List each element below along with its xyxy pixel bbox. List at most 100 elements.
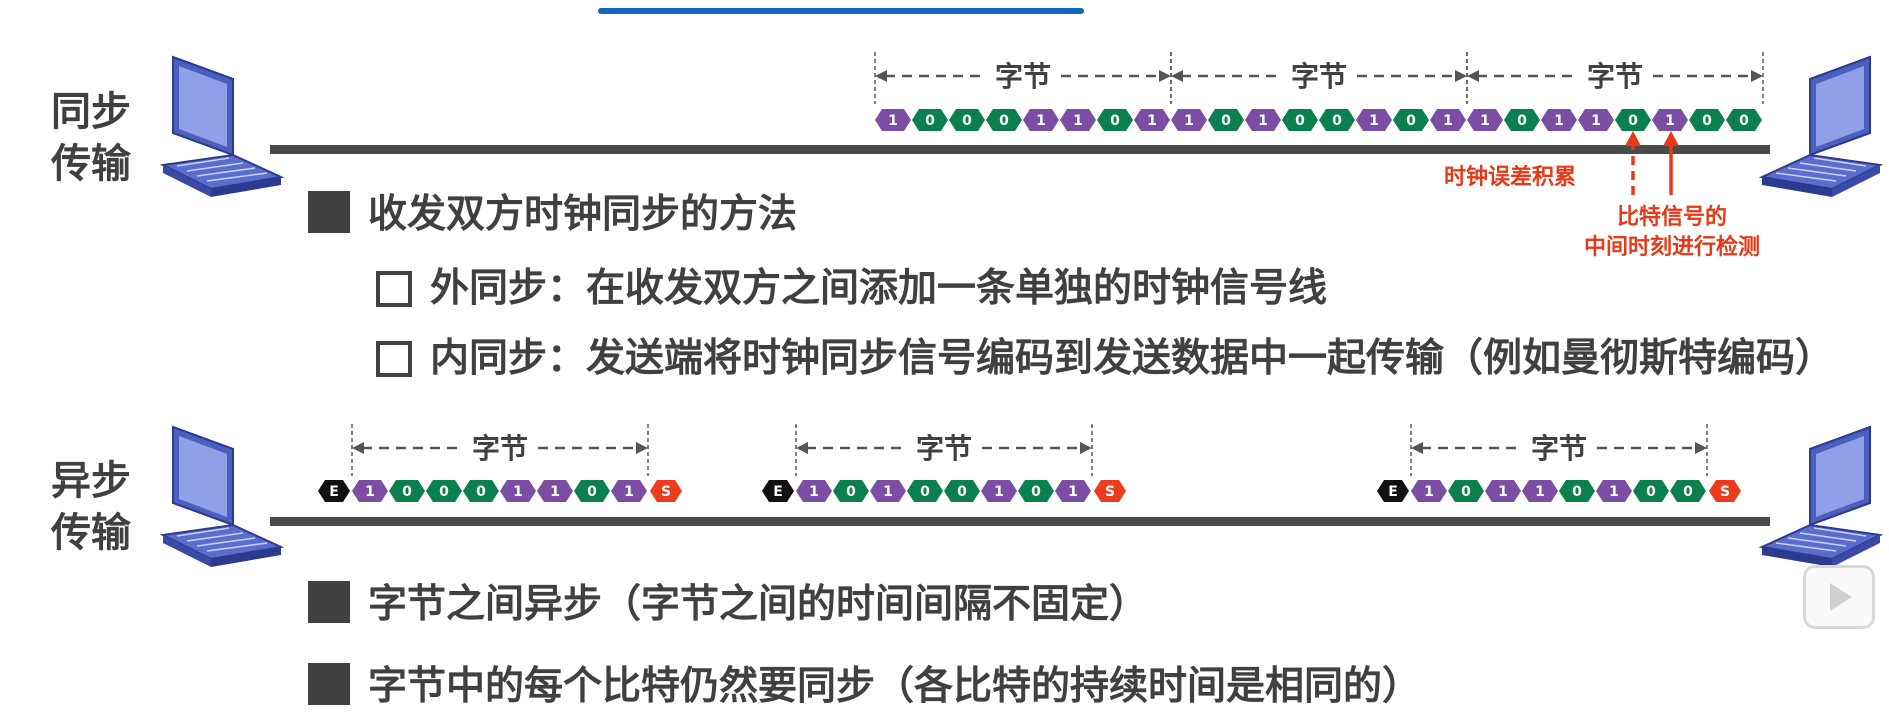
- async-transmission-line: [270, 517, 1770, 526]
- sync-bit-label: 0: [962, 113, 972, 129]
- sync-bit-label: 1: [1258, 113, 1268, 129]
- sync-bit-label: 1: [1147, 113, 1157, 129]
- async-bit: 0: [574, 480, 610, 502]
- async-bit-label: 1: [365, 484, 375, 500]
- sync-bit: 1: [1134, 109, 1170, 131]
- play-icon[interactable]: [1803, 565, 1875, 629]
- byte-label: 字节: [1587, 60, 1643, 93]
- async-bit-label: 1: [883, 484, 893, 500]
- sync-bit-label: 0: [999, 113, 1009, 129]
- mid-sample-arrowhead: [1663, 131, 1679, 146]
- sync-methods-heading-text: 收发双方时钟同步的方法: [368, 192, 798, 237]
- async-bit-label: 0: [1683, 484, 1693, 500]
- drift-arrowhead: [1625, 131, 1641, 146]
- sync-bit-label: 1: [1036, 113, 1046, 129]
- bits-in-byte-sync-item: 字节中的每个比特仍然要同步（各比特的持续时间是相同的）: [308, 662, 1421, 712]
- sync-bit: 1: [1652, 109, 1688, 131]
- async-bit: 1: [352, 480, 388, 502]
- sync-bit-label: 0: [1110, 113, 1120, 129]
- laptop-icon: [1761, 56, 1881, 198]
- async-bit-label: 0: [1646, 484, 1656, 500]
- sync-bit-label: 0: [1628, 113, 1638, 129]
- bits-in-byte-sync-text: 字节中的每个比特仍然要同步（各比特的持续时间是相同的）: [368, 664, 1422, 709]
- async-between-bytes-text: 字节之间异步（字节之间的时间间隔不固定）: [368, 582, 1149, 627]
- sync-bit: 1: [1023, 109, 1059, 131]
- sync-bit: 1: [1578, 109, 1614, 131]
- async-transmission-label: 异步 传输: [46, 455, 136, 559]
- sync-bit: 0: [1615, 109, 1651, 131]
- byte-span: 字节: [1466, 52, 1764, 104]
- sync-bit: 1: [1541, 109, 1577, 131]
- sync-transmission-line: [270, 145, 1770, 154]
- start-marker: S: [1709, 480, 1741, 502]
- byte-label: 字节: [916, 432, 972, 465]
- sync-bit: 0: [1282, 109, 1318, 131]
- async-bit: 1: [981, 480, 1017, 502]
- sync-bit: 0: [1097, 109, 1133, 131]
- byte-label: 字节: [1531, 432, 1587, 465]
- filled-square-bullet-icon: [308, 191, 350, 233]
- sync-bit-label: 1: [1184, 113, 1194, 129]
- byte-span: 字节: [1410, 424, 1708, 476]
- async-bit-label: 0: [587, 484, 597, 500]
- sync-bit-label: 1: [1480, 113, 1490, 129]
- sync-bit: 1: [1467, 109, 1503, 131]
- async-bit: 0: [1633, 480, 1669, 502]
- end-marker: E: [1377, 480, 1409, 502]
- async-bit: 1: [611, 480, 647, 502]
- byte-span: 字节: [795, 424, 1093, 476]
- async-bit: 1: [1411, 480, 1447, 502]
- async-bit-label: 0: [1461, 484, 1471, 500]
- async-bit: 0: [944, 480, 980, 502]
- async-bit-label: 0: [846, 484, 856, 500]
- top-accent-bar: [598, 8, 1084, 14]
- async-bit-label: 1: [624, 484, 634, 500]
- async-bit-label: 1: [1068, 484, 1078, 500]
- async-bit: 1: [870, 480, 906, 502]
- async-bit-label: 1: [809, 484, 819, 500]
- async-bit-label: 1: [1535, 484, 1545, 500]
- sync-bit-label: 1: [1073, 113, 1083, 129]
- mid-sampling-note-line2: 中间时刻进行检测: [1583, 235, 1760, 260]
- sync-bit-label: 0: [1221, 113, 1231, 129]
- sync-bit: 1: [1245, 109, 1281, 131]
- sync-bit: 0: [1689, 109, 1725, 131]
- async-bit: 1: [1522, 480, 1558, 502]
- external-sync-item: 外同步：在收发双方之间添加一条单独的时钟信号线: [376, 264, 1327, 314]
- hollow-square-bullet-icon: [376, 341, 412, 377]
- filled-square-bullet-icon: [308, 663, 350, 705]
- sync-bit: 0: [1726, 109, 1762, 131]
- sync-bit-label: 1: [1369, 113, 1379, 129]
- end-marker-label: E: [1388, 484, 1398, 500]
- sync-bit-label: 0: [1406, 113, 1416, 129]
- sync-bit-label: 0: [1517, 113, 1527, 129]
- async-bit-label: 1: [994, 484, 1004, 500]
- async-bit-label: 0: [920, 484, 930, 500]
- async-bit: 0: [1670, 480, 1706, 502]
- start-marker-label: S: [1720, 484, 1730, 500]
- async-bit: 0: [389, 480, 425, 502]
- byte-span: 字节: [874, 52, 1172, 104]
- mid-sampling-note: 比特信号的 中间时刻进行检测: [1572, 203, 1772, 263]
- mid-sampling-note-line1: 比特信号的: [1616, 205, 1727, 230]
- async-bit-label: 1: [1498, 484, 1508, 500]
- end-marker-label: E: [773, 484, 783, 500]
- laptop-icon: [162, 426, 282, 568]
- async-label-line2: 传输: [51, 510, 131, 556]
- async-bit-label: 1: [1424, 484, 1434, 500]
- async-bit-label: 1: [550, 484, 560, 500]
- async-bit: 1: [500, 480, 536, 502]
- sync-bit-label: 0: [1739, 113, 1749, 129]
- async-bit-label: 1: [513, 484, 523, 500]
- internal-sync-item: 内同步：发送端将时钟同步信号编码到发送数据中一起传输（例如曼彻斯特编码）: [376, 334, 1834, 384]
- end-marker-label: E: [329, 484, 339, 500]
- async-bit: 0: [1018, 480, 1054, 502]
- async-bit: 0: [907, 480, 943, 502]
- end-marker: E: [318, 480, 350, 502]
- async-between-bytes-item: 字节之间异步（字节之间的时间间隔不固定）: [308, 580, 1148, 630]
- sync-bit: 0: [912, 109, 948, 131]
